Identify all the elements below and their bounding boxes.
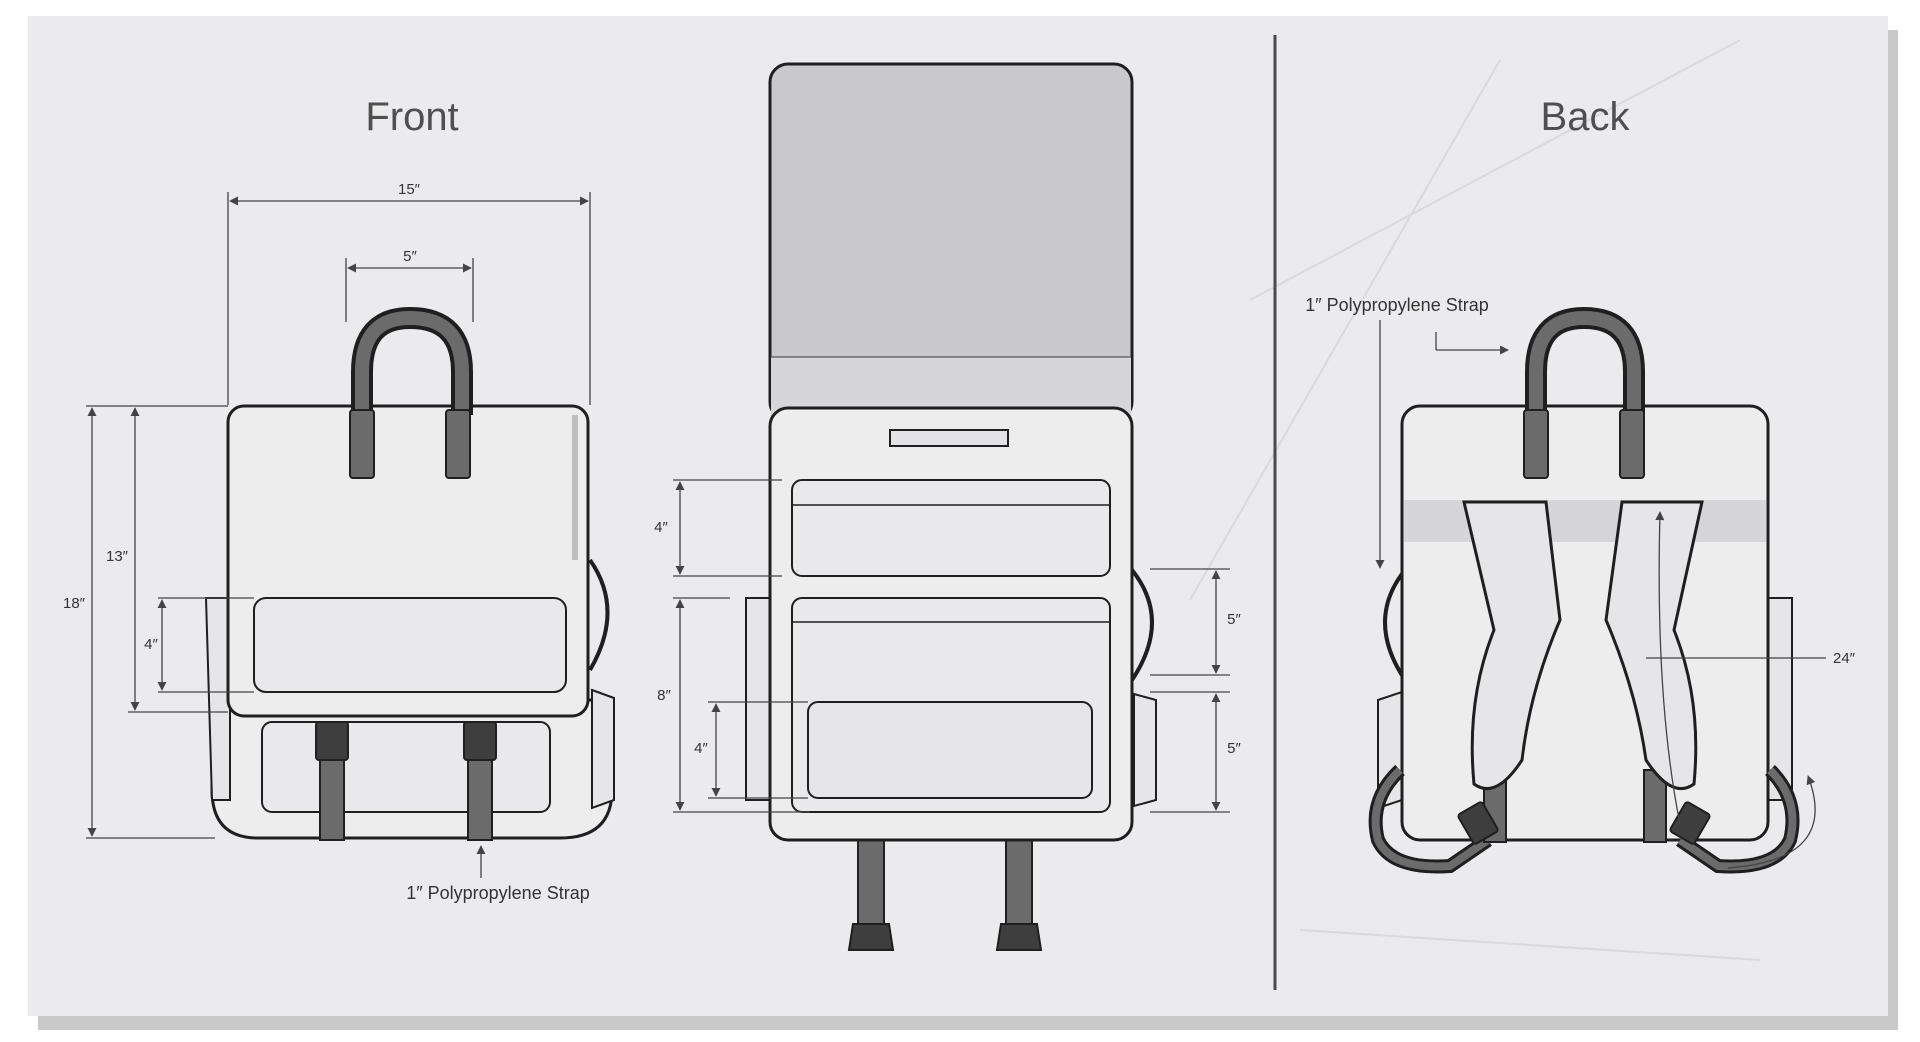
open-top-pocket-dimension: 4″ bbox=[654, 519, 668, 536]
open-side-lower-dimension: 5″ bbox=[1227, 740, 1241, 757]
front-pocket-dimension: 4″ bbox=[144, 636, 158, 653]
open-side-upper-dimension: 5″ bbox=[1227, 611, 1241, 628]
open-small-pocket-dimension: 4″ bbox=[694, 740, 708, 757]
front-body-dimension: 13″ bbox=[106, 548, 129, 565]
front-width-dimension: 15″ bbox=[398, 181, 421, 198]
front-backpack-drawing bbox=[204, 306, 615, 841]
open-dimensions bbox=[673, 479, 1230, 813]
front-strap-label: 1″ Polypropylene Strap bbox=[406, 883, 589, 903]
construction-lines bbox=[1189, 39, 1761, 961]
open-lower-section-dimension: 8″ bbox=[657, 687, 671, 704]
back-title: Back bbox=[1541, 95, 1631, 139]
front-handle-dimension: 5″ bbox=[403, 248, 417, 265]
back-dimensions bbox=[1375, 320, 1826, 869]
open-backpack-drawing bbox=[745, 62, 1157, 951]
front-title: Front bbox=[365, 95, 458, 139]
back-backpack-drawing bbox=[1368, 306, 1800, 874]
front-dimensions bbox=[86, 192, 591, 878]
back-strap-length-dimension: 24″ bbox=[1833, 650, 1856, 667]
front-height-dimension: 18″ bbox=[63, 595, 86, 612]
back-strap-label: 1″ Polypropylene Strap bbox=[1305, 295, 1488, 315]
